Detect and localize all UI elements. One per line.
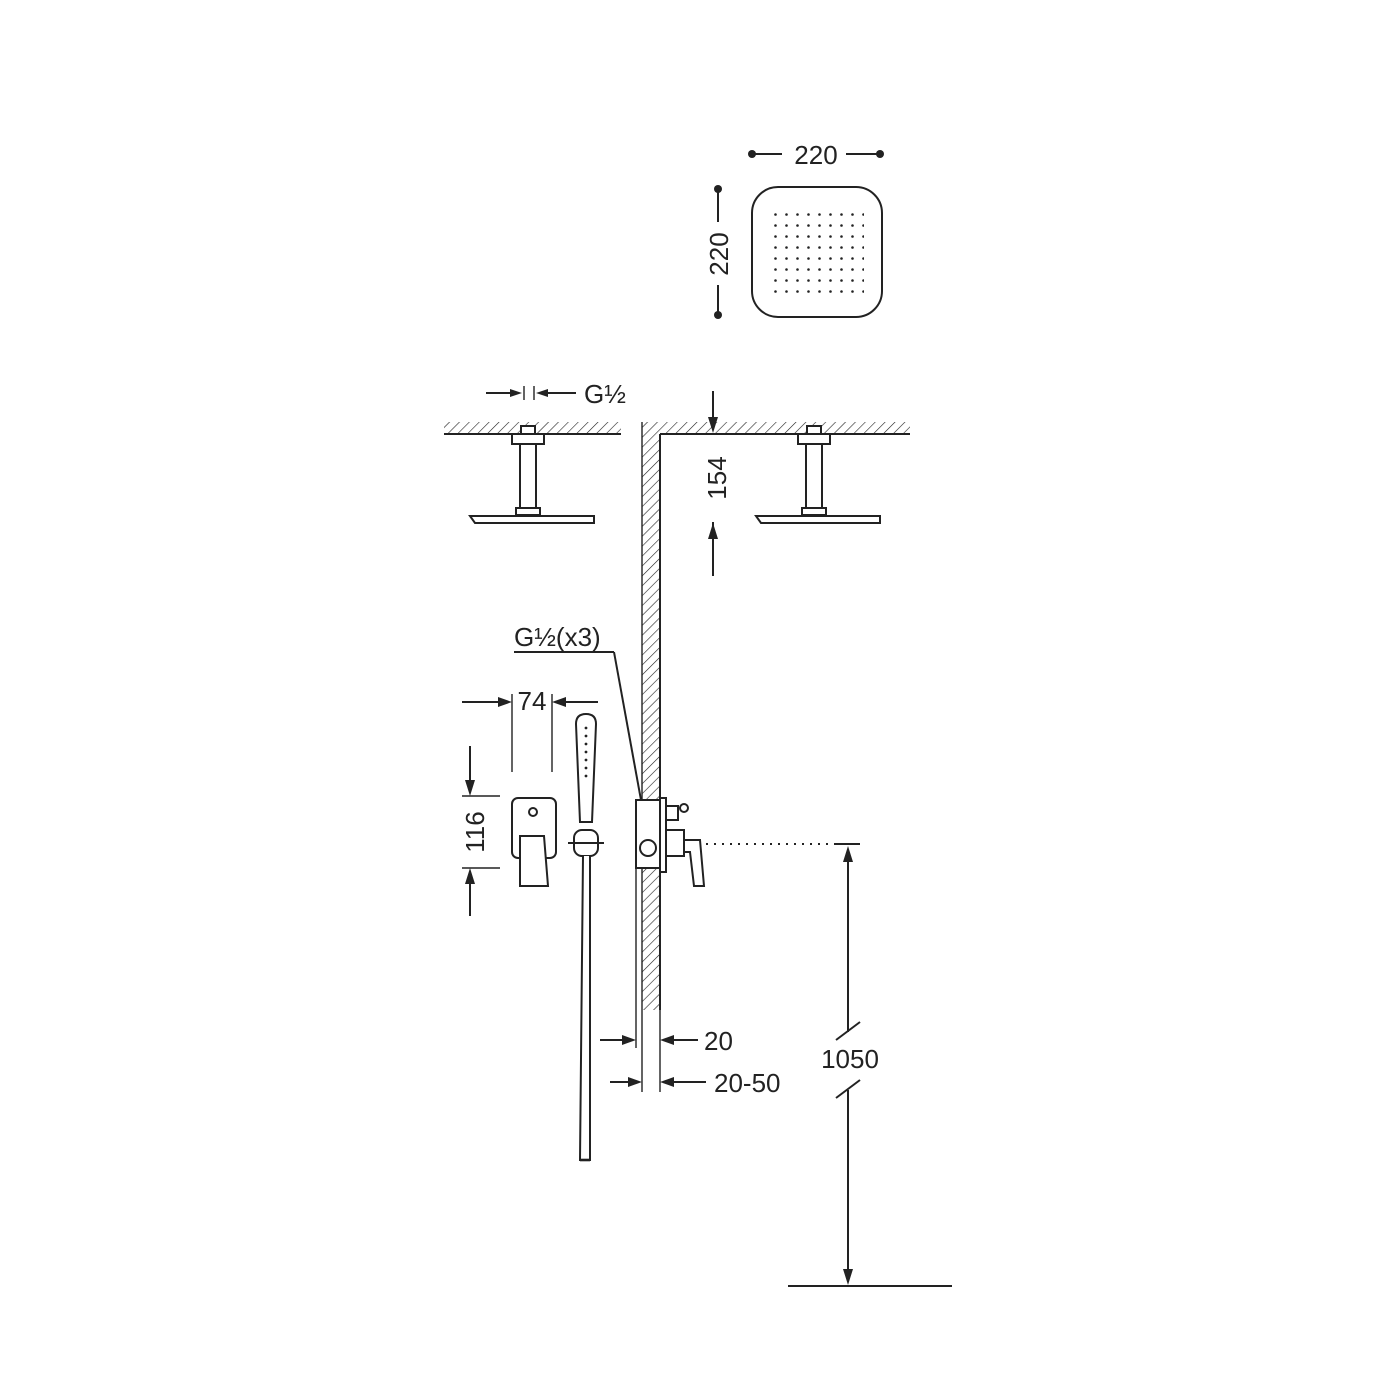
shower-head-side-left <box>468 425 595 524</box>
head-width-dimension: 220 <box>748 140 884 170</box>
head-depth-label: 220 <box>704 232 734 275</box>
inlet-thread-label: G½(x3) <box>514 622 601 652</box>
head-width-label: 220 <box>794 140 837 170</box>
arm-thread-dimension: G½ <box>486 379 626 409</box>
mounting-height-label: 1050 <box>821 1044 879 1074</box>
hand-shower-nozzles <box>584 726 588 778</box>
shower-head-nozzles <box>770 205 864 299</box>
plate-height-dimension: 116 <box>460 746 500 916</box>
plate-width-dimension: 74 <box>462 686 598 772</box>
wall-offset-dimension: 20 <box>600 868 733 1056</box>
plate-width-label: 74 <box>518 686 547 716</box>
arm-length-dimension: 154 <box>702 391 732 576</box>
mixer-side-view <box>635 797 706 887</box>
shower-head-side-right <box>754 425 881 524</box>
hand-shower <box>568 712 604 1162</box>
head-depth-dimension: 220 <box>704 185 734 319</box>
plate-height-label: 116 <box>460 811 490 852</box>
mounting-height-dimension: 1050 <box>788 843 952 1287</box>
arm-length-label: 154 <box>702 456 732 499</box>
wall-offset-label: 20 <box>704 1026 733 1056</box>
mixer-front-view <box>511 797 557 887</box>
wall-depth-label: 20-50 <box>714 1068 781 1098</box>
arm-thread-label: G½ <box>584 379 626 409</box>
ceiling-and-wall <box>641 422 910 1010</box>
shower-head-top-view <box>751 186 883 318</box>
wall-depth-dimension: 20-50 <box>610 1010 781 1098</box>
